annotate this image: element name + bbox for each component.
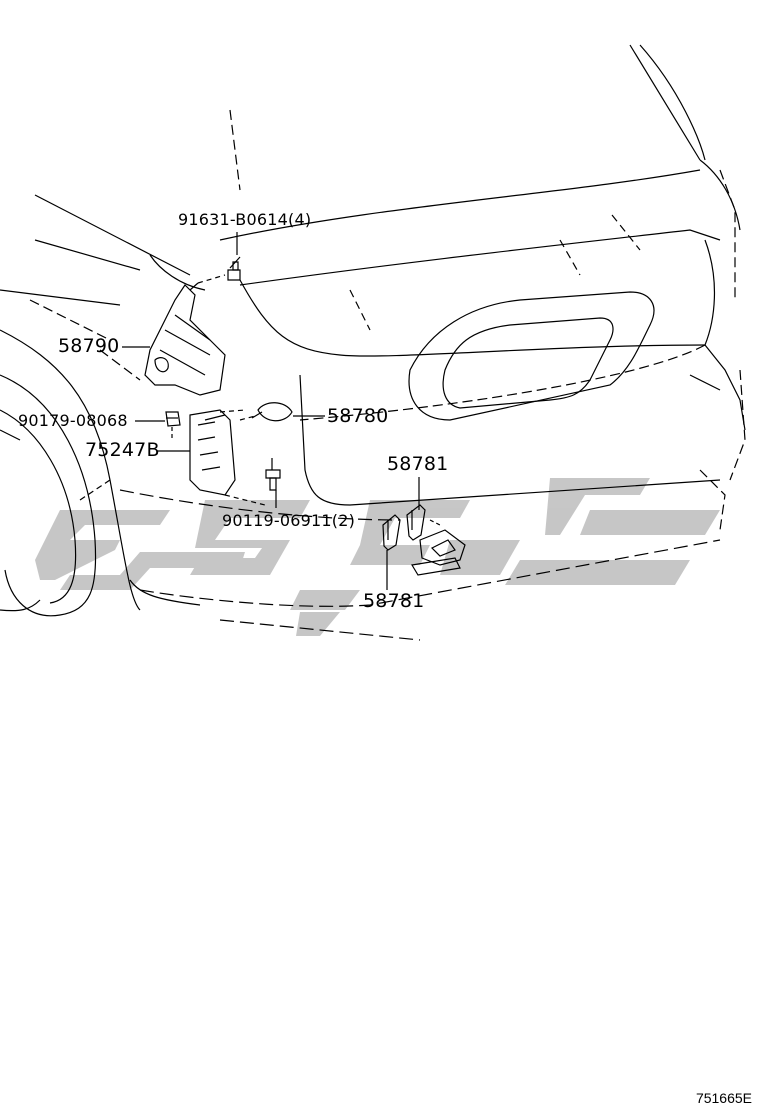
part-label-90179-08068[interactable]: 90179-08068 bbox=[18, 411, 128, 430]
part-label-90119-06911[interactable]: 90119-06911(2) bbox=[222, 511, 356, 530]
dealer-logo-watermark bbox=[35, 478, 720, 636]
part-label-91631-b0614[interactable]: 91631-B0614(4) bbox=[178, 210, 312, 229]
part-label-75247b[interactable]: 75247B bbox=[85, 439, 160, 461]
illustration-id: 751665E bbox=[695, 1090, 752, 1106]
part-label-58781-lower[interactable]: 58781 bbox=[363, 590, 425, 612]
part-label-58780[interactable]: 58780 bbox=[327, 405, 389, 427]
part-label-58790[interactable]: 58790 bbox=[58, 335, 120, 357]
part-label-58781-upper[interactable]: 58781 bbox=[387, 453, 449, 475]
